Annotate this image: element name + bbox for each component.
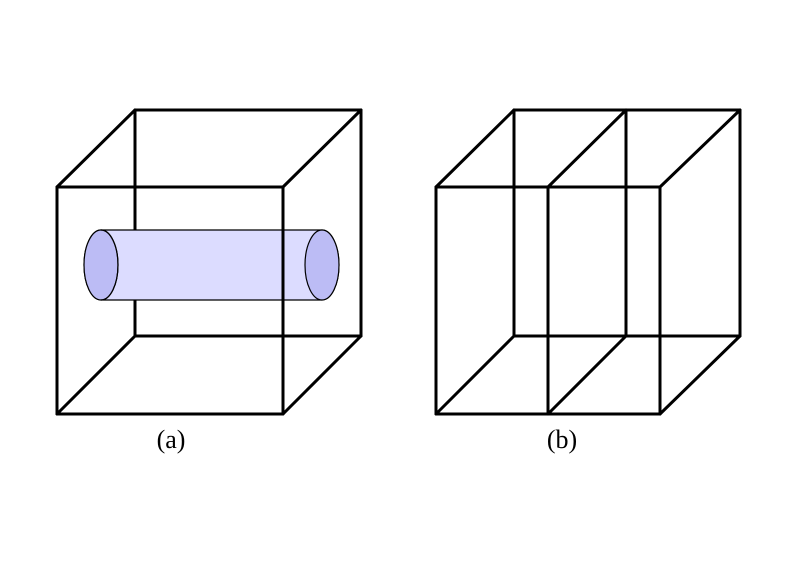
- cube-b-edge-br: [658, 334, 742, 416]
- cube-b-front-face: [434, 185, 662, 416]
- mid-plane: [546, 108, 628, 416]
- cube-a-edge-br: [281, 334, 363, 416]
- cube-b-edge-tr: [658, 108, 742, 189]
- cube-a-edge-tl: [55, 108, 137, 189]
- panel-a-label: (a): [157, 425, 186, 454]
- cylinder-right-cap: [304, 229, 340, 301]
- panel-b-label: (b): [547, 425, 577, 454]
- cube-b-edge-bl: [434, 334, 516, 416]
- cube-a-front-face: [55, 185, 285, 416]
- cube-b-edge-tl: [434, 108, 516, 189]
- cube-a-edge-bl: [55, 334, 137, 416]
- cube-a-edge-tr: [281, 108, 363, 189]
- cylinder-body: [83, 229, 340, 301]
- panel-b: (b): [434, 108, 742, 454]
- cylinder-left-rim: [100, 229, 119, 301]
- panel-a: (a): [55, 108, 363, 454]
